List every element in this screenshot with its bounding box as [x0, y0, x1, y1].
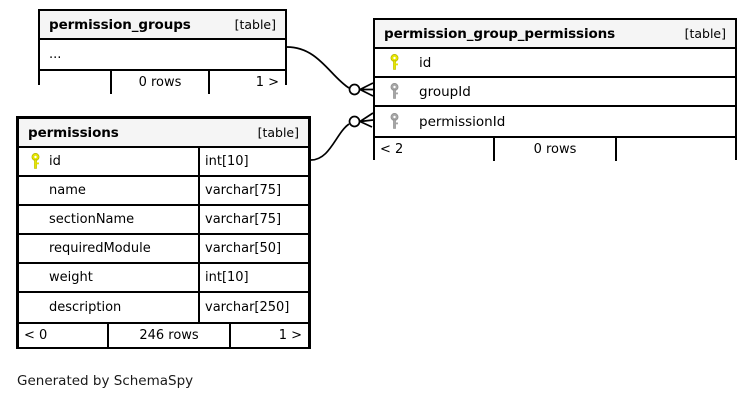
column-type: varchar[75] — [198, 206, 308, 233]
table-columns: id int[10] name varchar[75] sectionName … — [19, 148, 308, 322]
footer-parent-link[interactable]: < 0 — [24, 328, 48, 343]
table-row[interactable]: weight int[10] — [19, 264, 308, 293]
table-row[interactable]: permissionId — [375, 107, 735, 136]
column-name: permissionId — [419, 113, 506, 130]
footer-child-link[interactable] — [617, 138, 735, 161]
table-footer: < 2 0 rows — [375, 136, 735, 161]
table-permission-group-permissions[interactable]: permission_group_permissions [table] id — [373, 18, 737, 161]
column-name-cell: weight — [19, 264, 198, 291]
crow-foot-many — [359, 112, 374, 128]
table-footer: < 0 246 rows 1 > — [19, 322, 308, 347]
footer-row-count: 0 rows — [110, 71, 210, 94]
column-name: id — [49, 154, 61, 169]
column-type: varchar[250] — [198, 293, 308, 322]
column-name-cell: id — [19, 148, 198, 175]
relationship-line — [286, 46, 350, 89]
table-header: permission_groups [table] — [40, 11, 285, 40]
column-name-cell: groupId — [375, 78, 735, 105]
foreign-key-icon — [381, 113, 407, 130]
foreign-key-icon — [381, 83, 407, 100]
column-type: varchar[50] — [198, 235, 308, 262]
table-row[interactable]: name varchar[75] — [19, 177, 308, 206]
zero-cardinality-circle — [348, 83, 361, 96]
footer-child-link[interactable]: 1 > — [278, 328, 302, 343]
table-footer: 0 rows 1 > — [40, 69, 285, 94]
table-header: permissions [table] — [19, 119, 308, 148]
table-row[interactable]: sectionName varchar[75] — [19, 206, 308, 235]
column-type: int[10] — [198, 148, 308, 175]
table-header: permission_group_permissions [table] — [375, 20, 735, 49]
footer-parent-link[interactable]: < 2 — [380, 142, 404, 157]
generator-credit: Generated by SchemaSpy — [17, 373, 194, 389]
column-name: weight — [49, 270, 93, 285]
table-row[interactable]: description varchar[250] — [19, 293, 308, 322]
table-permissions[interactable]: permissions [table] id int[10] — [16, 116, 311, 349]
column-type: int[10] — [198, 264, 308, 291]
table-type-tag: [table] — [257, 125, 299, 140]
table-title: permission_group_permissions — [384, 25, 616, 42]
column-type: varchar[75] — [198, 177, 308, 204]
table-row[interactable]: id — [375, 49, 735, 78]
footer-row-count: 246 rows — [107, 324, 231, 347]
column-name-cell: name — [19, 177, 198, 204]
column-name: sectionName — [49, 212, 135, 227]
table-type-tag: [table] — [234, 17, 276, 32]
primary-key-icon — [381, 54, 407, 71]
primary-key-icon — [25, 153, 45, 170]
relationship-line — [310, 123, 350, 161]
column-name: requiredModule — [49, 241, 151, 256]
column-name-cell: id — [375, 49, 735, 76]
table-permission-groups[interactable]: permission_groups [table] ... 0 rows 1 > — [38, 9, 287, 94]
column-name-cell: sectionName — [19, 206, 198, 233]
column-name: description — [49, 300, 122, 315]
column-name-cell: permissionId — [375, 107, 735, 136]
table-type-tag: [table] — [684, 26, 726, 41]
table-row[interactable]: id int[10] — [19, 148, 308, 177]
table-row[interactable]: groupId — [375, 78, 735, 107]
column-name-cell: ... — [40, 40, 285, 69]
footer-row-count: 0 rows — [493, 138, 617, 161]
zero-cardinality-circle — [348, 115, 361, 128]
table-row[interactable]: ... — [40, 40, 285, 69]
column-name: groupId — [419, 83, 471, 100]
column-name: name — [49, 183, 86, 198]
table-title: permission_groups — [49, 16, 191, 33]
table-columns: id groupId — [375, 49, 735, 136]
column-name-cell: description — [19, 293, 198, 322]
column-name: ... — [49, 47, 62, 62]
table-title: permissions — [28, 124, 119, 141]
crow-foot-many — [359, 82, 374, 97]
relationship-permissions-to-group-permissions — [310, 112, 374, 161]
column-name: id — [419, 54, 432, 71]
table-row[interactable]: requiredModule varchar[50] — [19, 235, 308, 264]
table-columns: ... — [40, 40, 285, 69]
footer-child-link[interactable]: 1 > — [255, 75, 279, 90]
footer-parent-link[interactable] — [40, 71, 110, 94]
column-name-cell: requiredModule — [19, 235, 198, 262]
relationship-permission-groups-to-group-permissions — [286, 46, 374, 97]
